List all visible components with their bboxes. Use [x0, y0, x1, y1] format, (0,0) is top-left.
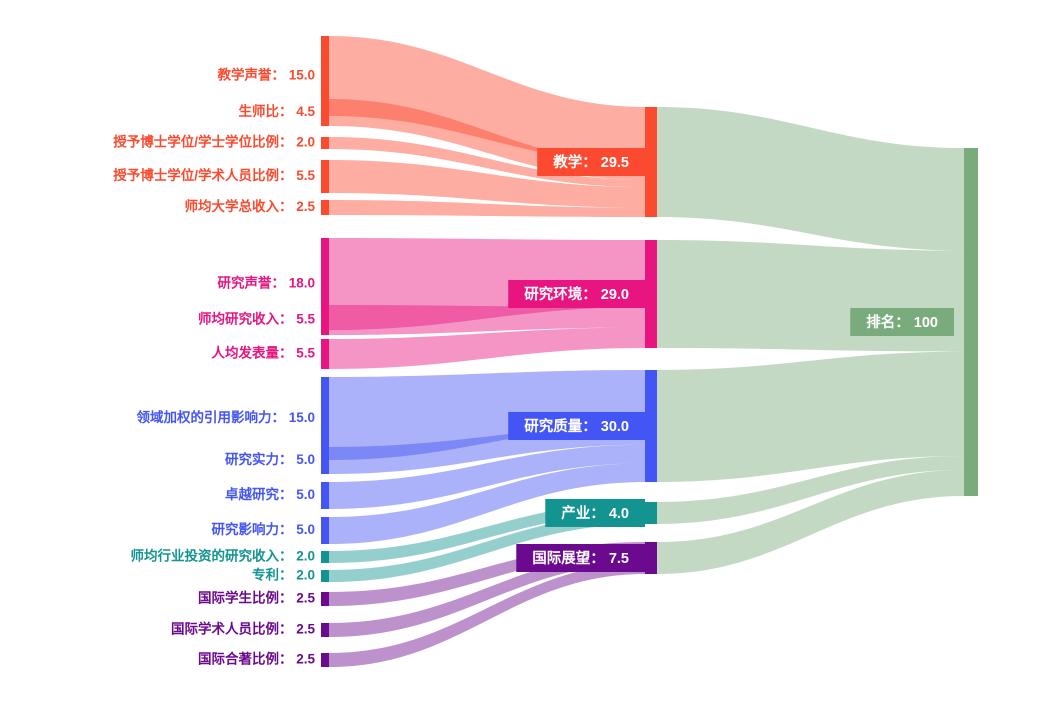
sankey-node-label: 师均研究收入： 5.5	[198, 311, 316, 327]
sankey-link[interactable]	[329, 444, 645, 509]
sankey-link[interactable]	[329, 563, 645, 667]
sankey-link[interactable]	[329, 513, 645, 582]
sankey-node-label: 研究影响力： 5.0	[211, 521, 315, 537]
sankey-node[interactable]	[321, 160, 329, 193]
sankey-node-label: 教学声誉： 15.0	[217, 67, 315, 83]
sankey-node-label: 授予博士学位/学术人员比例： 5.5	[113, 167, 315, 183]
sankey-node[interactable]	[645, 370, 657, 482]
sankey-node-label: 研究环境： 29.0	[524, 285, 629, 303]
sankey-node-label: 产业： 4.0	[561, 504, 629, 522]
sankey-node[interactable]	[321, 653, 329, 667]
sankey-node-label: 国际学术人员比例： 2.5	[171, 621, 316, 637]
sankey-node-label: 领域加权的引用影响力： 15.0	[136, 409, 315, 425]
sankey-node[interactable]	[645, 542, 657, 574]
sankey-node[interactable]	[321, 517, 329, 544]
sankey-node[interactable]	[321, 447, 329, 474]
sankey-node-label: 师均行业投资的研究收入： 2.0	[130, 548, 315, 564]
sankey-node-label: 生师比： 4.5	[238, 103, 315, 119]
sankey-node-label: 人均发表量： 5.5	[211, 345, 315, 361]
sankey-link[interactable]	[329, 327, 645, 369]
sankey-link[interactable]	[657, 351, 964, 482]
sankey-node-label: 卓越研究： 5.0	[225, 486, 315, 502]
sankey-link[interactable]	[657, 455, 964, 524]
sankey-node[interactable]	[321, 339, 329, 369]
sankey-node[interactable]	[321, 305, 329, 335]
sankey-link[interactable]	[329, 463, 645, 544]
sankey-node[interactable]	[321, 238, 329, 330]
sankey-node-label-box	[537, 148, 645, 176]
sankey-node-label: 授予博士学位/学士学位比例： 2.0	[113, 134, 315, 150]
sankey-node[interactable]	[321, 137, 329, 149]
sankey-node[interactable]	[321, 570, 329, 582]
sankey-node-label: 研究声誉： 18.0	[217, 275, 315, 291]
sankey-node[interactable]	[321, 592, 329, 606]
sankey-node[interactable]	[321, 377, 329, 460]
sankey-node-label-box	[516, 544, 645, 572]
sankey-node[interactable]	[321, 36, 329, 116]
sankey-node[interactable]	[321, 482, 329, 509]
sankey-node-label: 排名： 100	[866, 313, 938, 331]
sankey-link[interactable]	[657, 469, 964, 574]
sankey-link[interactable]	[329, 36, 645, 163]
sankey-node-label: 教学： 29.5	[552, 153, 629, 171]
labels-group: 教学声誉： 15.0 生师比： 4.5 授予博士学位/学士学位比例： 2.0 授予博士…	[113, 67, 954, 667]
nodes-group	[321, 36, 978, 667]
sankey-link[interactable]	[329, 160, 645, 208]
sankey-node-label-box	[508, 280, 645, 308]
links-group	[329, 36, 964, 667]
sankey-node-label: 研究实力： 5.0	[225, 451, 315, 467]
sankey-node-label-box	[850, 308, 954, 336]
sankey-node[interactable]	[645, 107, 657, 217]
sankey-node-label: 国际学生比例： 2.5	[198, 590, 316, 606]
sankey-link[interactable]	[329, 305, 645, 335]
sankey-link[interactable]	[329, 200, 645, 217]
sankey-node-label: 研究质量： 30.0	[524, 417, 629, 435]
sankey-node[interactable]	[321, 551, 329, 563]
sankey-node-label-box	[508, 412, 645, 440]
sankey-node-label: 师均大学总收入： 2.5	[184, 198, 315, 214]
sankey-node-label: 专利： 2.0	[252, 567, 315, 583]
sankey-node[interactable]	[645, 502, 657, 524]
sankey-link[interactable]	[329, 552, 645, 637]
sankey-link[interactable]	[657, 107, 964, 251]
sankey-node[interactable]	[321, 99, 329, 126]
sankey-node[interactable]	[321, 200, 329, 215]
sankey-link[interactable]	[329, 370, 645, 460]
sankey-node[interactable]	[964, 148, 978, 496]
sankey-node[interactable]	[321, 623, 329, 637]
sankey-node[interactable]	[645, 240, 657, 348]
sankey-node-label-box	[545, 499, 645, 527]
sankey-node-label: 国际合著比例： 2.5	[198, 651, 316, 667]
sankey-node-label: 国际展望： 7.5	[532, 549, 629, 567]
